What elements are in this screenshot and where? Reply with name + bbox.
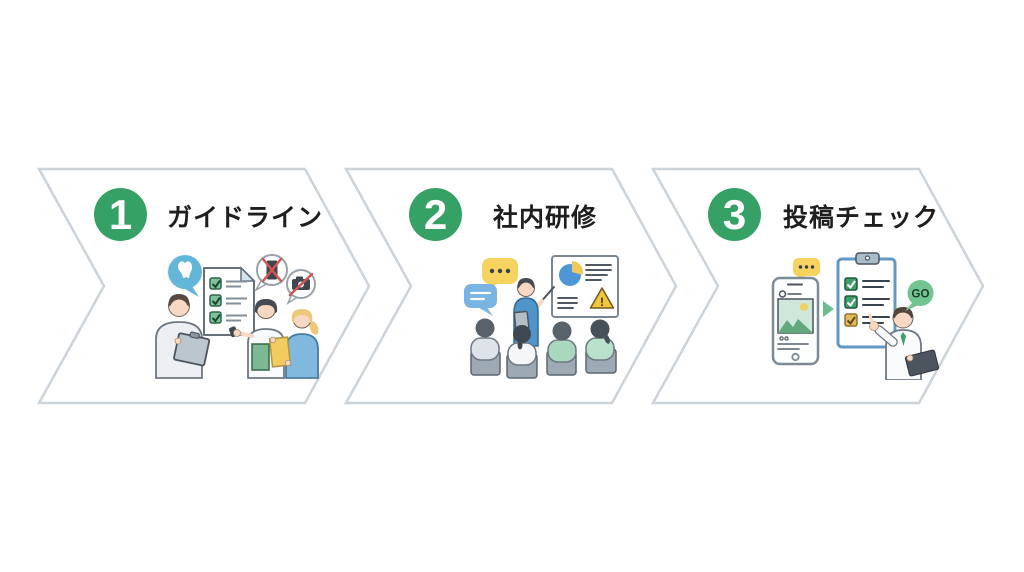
yellow-folder-icon <box>268 336 292 368</box>
step-title: ガイドライン <box>167 204 324 232</box>
dot <box>489 268 495 274</box>
coat-arm <box>875 326 897 346</box>
warning-mark: ! <box>600 295 604 309</box>
check-mark <box>211 296 221 306</box>
process-step-2: 2 社内研修 ! <box>344 167 678 405</box>
avatar <box>778 290 787 298</box>
hand <box>906 354 914 362</box>
attendee-head <box>552 321 572 341</box>
clip-hole <box>864 255 871 261</box>
training-illustration: ! <box>464 255 619 379</box>
chat-lines-bubble-icon <box>464 284 497 316</box>
bubble-body <box>464 284 497 308</box>
dot <box>798 265 803 269</box>
sun <box>800 303 808 311</box>
hand <box>269 336 277 344</box>
step-number: 3 <box>722 190 747 238</box>
folded-corner <box>240 266 256 282</box>
bubble-tail <box>185 286 199 297</box>
step-title: 社内研修 <box>493 204 598 232</box>
hand <box>284 359 292 367</box>
dot <box>810 265 815 269</box>
smartphone-post-icon <box>771 276 820 366</box>
pointing-finger <box>868 313 874 326</box>
step-number: 2 <box>423 190 448 238</box>
bubble-circle <box>907 280 934 306</box>
hand <box>174 337 182 345</box>
green-folder-icon <box>251 343 270 371</box>
no-camera-icon <box>286 269 316 305</box>
hair <box>893 307 913 319</box>
no-phone-icon <box>254 254 288 293</box>
checklist-row <box>844 313 890 327</box>
pie-wedge <box>572 261 583 275</box>
step-number-badge: 1 <box>94 188 147 241</box>
hair <box>291 309 313 323</box>
checklist-row <box>844 277 890 291</box>
guidelines-illustration <box>155 254 319 379</box>
checklist-document-icon <box>203 266 256 336</box>
check-mark <box>846 298 856 308</box>
attendee-body <box>470 337 500 361</box>
hair <box>517 278 535 289</box>
tooth-speech-bubble-icon <box>168 255 202 297</box>
home-button <box>791 352 800 362</box>
process-step-1: 1 ガイドライン <box>37 167 371 405</box>
attendee-body <box>547 339 577 363</box>
check-mark <box>846 280 856 290</box>
step-title: 投稿チェック <box>783 204 940 232</box>
mountains <box>778 319 813 333</box>
cross-line <box>288 272 314 297</box>
scrub-body <box>285 333 319 379</box>
check-mark <box>211 279 221 289</box>
clipboard-clip <box>189 331 200 339</box>
checklist-row <box>844 295 890 309</box>
forward-arrow-icon <box>823 301 834 317</box>
attendee-head <box>513 325 531 343</box>
man-with-clipboard <box>155 294 211 379</box>
hand <box>233 329 241 337</box>
check-mark <box>211 313 221 323</box>
bubble-tail <box>476 306 493 316</box>
gesturing-arm <box>237 331 254 338</box>
clipboard <box>904 349 940 377</box>
check-mark <box>846 316 856 326</box>
checkbox <box>209 311 222 324</box>
tie <box>900 332 906 346</box>
checkbox <box>209 277 222 290</box>
dot <box>497 268 503 274</box>
doctor-pointing-icon <box>868 307 940 380</box>
go-label: GO <box>912 289 930 301</box>
ponytail <box>309 321 319 335</box>
step-number-badge: 2 <box>409 188 462 241</box>
checklist-clipboard-icon <box>836 252 897 349</box>
checklist-row <box>209 294 247 307</box>
attendee-head <box>475 318 495 338</box>
hair <box>168 294 190 307</box>
cross-line <box>261 257 283 283</box>
whiteboard-icon: ! <box>551 255 619 318</box>
checklist-row <box>209 311 247 324</box>
tooth-icon <box>178 261 192 278</box>
process-step-3: 3 投稿チェック <box>651 167 985 405</box>
dot <box>804 265 809 269</box>
step-number: 1 <box>108 190 133 238</box>
like-icon <box>779 336 784 341</box>
dot <box>505 268 511 274</box>
folder <box>268 336 292 368</box>
clipboard-icon <box>173 331 211 367</box>
hair <box>254 299 278 314</box>
woman-blonde <box>268 309 319 379</box>
comment-icon <box>784 336 789 341</box>
checkbox <box>209 294 222 307</box>
step-number-badge: 3 <box>708 188 761 241</box>
post-check-illustration: GO <box>771 252 940 380</box>
audience <box>470 318 617 379</box>
dark-clipboard-icon <box>904 349 940 377</box>
go-speech-bubble-icon: GO <box>905 280 934 311</box>
attendee-head <box>590 319 610 339</box>
checklist-row <box>209 277 247 290</box>
warning-triangle-icon <box>589 287 615 309</box>
